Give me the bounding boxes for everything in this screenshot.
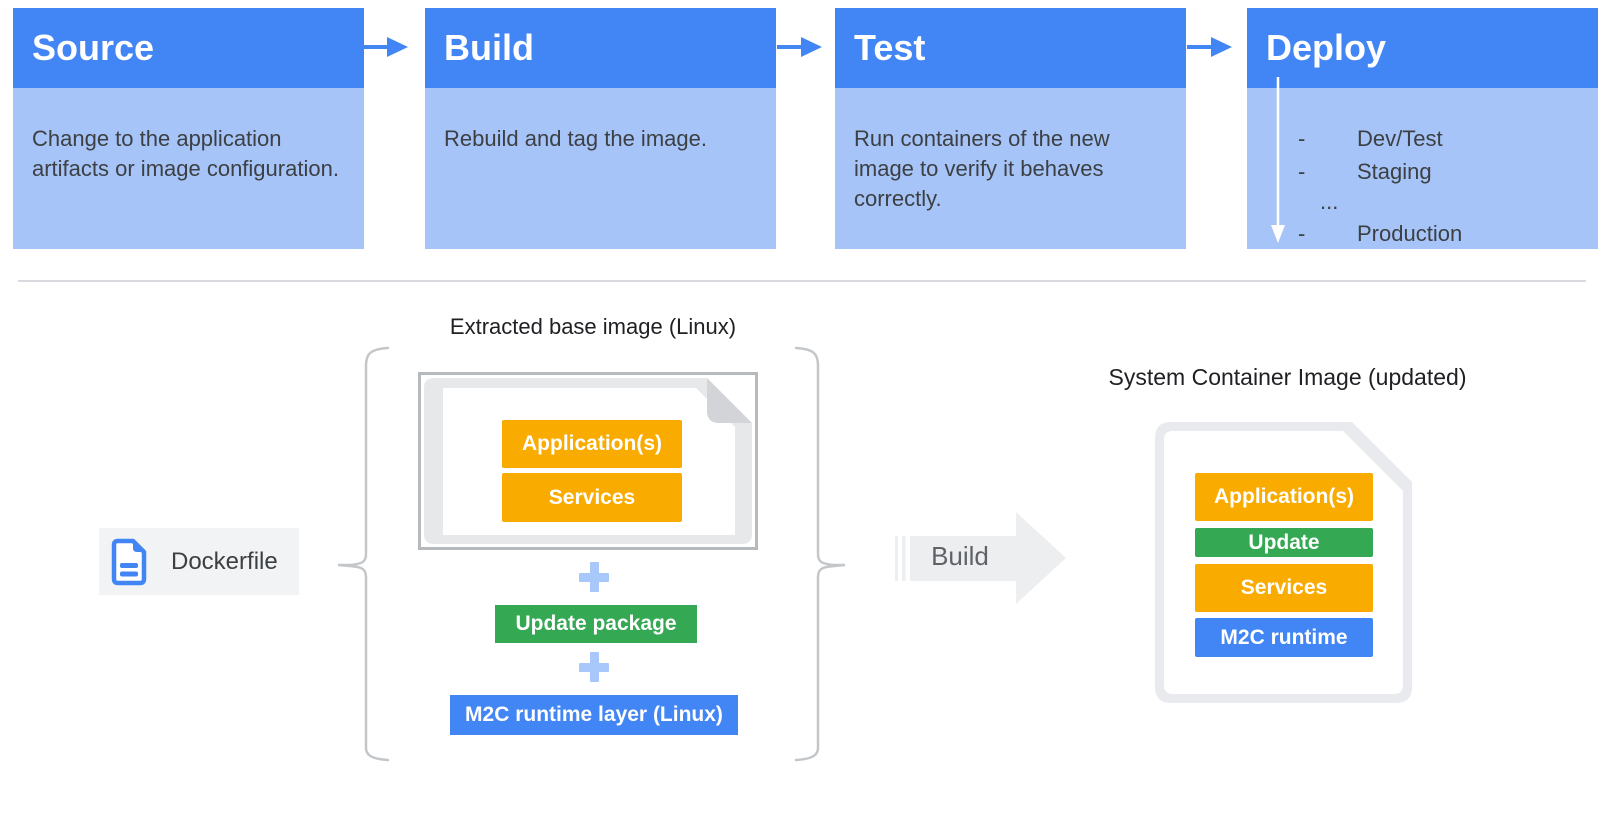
dockerfile-label: Dockerfile: [171, 547, 278, 575]
layer-label: Update: [1248, 530, 1320, 554]
build-arrow-label: Build: [931, 541, 989, 571]
layer-label: Services: [548, 485, 636, 509]
stage-deploy-body: [1247, 88, 1598, 249]
stage-source: Source Change to the application artifac…: [13, 8, 364, 249]
dash-bullet: [1298, 190, 1320, 219]
dash-bullet: -: [1298, 159, 1306, 184]
deploy-environment-list: - Dev/Test - Staging ... - Production: [1298, 124, 1462, 252]
dash-bullet: -: [1298, 221, 1306, 246]
stage-test-title: Test: [854, 27, 926, 68]
stage-build: Build Rebuild and tag the image.: [425, 8, 776, 249]
deploy-item-label: Dev/Test: [1357, 126, 1443, 151]
layer-label: M2C runtime: [1220, 625, 1348, 649]
system-layer-applications: Application(s): [1195, 473, 1373, 521]
dash-bullet: -: [1298, 126, 1306, 151]
stage-build-header: Build: [425, 8, 776, 88]
layer-label: Services: [1240, 576, 1328, 599]
layer-label: Application(s): [1214, 485, 1354, 508]
arrow-right-icon: [363, 37, 408, 57]
stage-source-title: Source: [32, 27, 155, 68]
stage-deploy: Deploy - Dev/Test - Staging ... - Produc…: [1247, 8, 1598, 249]
left-brace-icon: [337, 346, 390, 762]
stage-source-body: Change to the application artifacts or i…: [13, 88, 364, 249]
stage-build-body: Rebuild and tag the image.: [425, 88, 776, 249]
stage-test: Test Run containers of the new image to …: [835, 8, 1186, 249]
stage-test-header: Test: [835, 8, 1186, 88]
deploy-item: - Dev/Test: [1298, 124, 1462, 157]
dockerfile-chip: Dockerfile: [99, 528, 299, 595]
document-icon: [111, 538, 147, 585]
extracted-base-image-title: Extracted base image (Linux): [449, 314, 737, 339]
deploy-item-ellipsis: ...: [1298, 190, 1462, 219]
stage-test-body: Run containers of the new image to verif…: [835, 88, 1186, 249]
stage-build-description: Rebuild and tag the image.: [444, 126, 707, 151]
extracted-base-image-box: Application(s) Services: [418, 372, 758, 550]
build-arrow-icon: [895, 512, 1066, 604]
deploy-item-label: Staging: [1357, 159, 1432, 184]
layer-box-applications: Application(s): [502, 420, 682, 468]
system-layer-update: Update: [1195, 528, 1373, 557]
update-package-box: Update package: [495, 605, 697, 643]
system-image-file-icon: [1155, 422, 1412, 703]
layer-box-services: Services: [502, 473, 682, 522]
deploy-item-label: ...: [1320, 189, 1339, 214]
deploy-item-label: Production: [1357, 221, 1463, 246]
stage-test-description: Run containers of the new image to verif…: [854, 126, 1110, 211]
stage-build-title: Build: [444, 27, 534, 68]
system-container-image-title: System Container Image (updated): [1108, 364, 1467, 390]
arrow-down-icon: [1271, 77, 1285, 243]
deploy-item: - Staging: [1298, 157, 1462, 190]
arrow-right-icon: [1187, 37, 1232, 57]
stage-source-description: Change to the application artifacts or i…: [32, 126, 339, 181]
stage-deploy-title: Deploy: [1266, 27, 1387, 68]
update-package-label: Update package: [515, 612, 677, 635]
stage-source-header: Source: [13, 8, 364, 88]
section-divider: [18, 280, 1586, 282]
plus-icon: [579, 652, 609, 682]
runtime-layer-box: M2C runtime layer (Linux): [450, 695, 738, 735]
arrow-right-icon: [777, 37, 822, 57]
deploy-item: - Production: [1298, 219, 1462, 252]
runtime-layer-label: M2C runtime layer (Linux): [465, 703, 723, 726]
system-layer-m2c-runtime: M2C runtime: [1195, 618, 1373, 657]
layer-label: Application(s): [522, 432, 662, 455]
stage-deploy-header: Deploy: [1247, 8, 1598, 88]
system-layer-services: Services: [1195, 564, 1373, 612]
plus-icon: [579, 562, 609, 592]
right-brace-icon: [794, 346, 846, 762]
